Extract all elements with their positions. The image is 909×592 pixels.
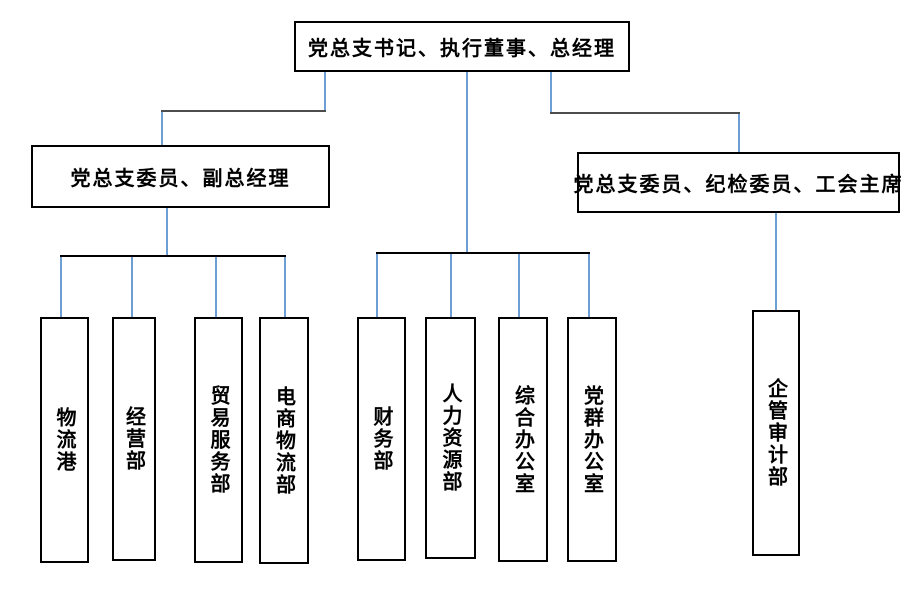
connector-dept-drop bbox=[131, 255, 133, 318]
connector-root-center-drop bbox=[466, 71, 468, 253]
connector-dept-drop bbox=[588, 252, 590, 318]
connector-elbow-left bbox=[161, 110, 326, 112]
org-node-party-masses-office: 党群办公室 bbox=[567, 317, 617, 562]
connector-dept-drop bbox=[60, 255, 62, 318]
connector-dept-drop bbox=[215, 255, 217, 318]
connector-elbow-right bbox=[550, 112, 740, 114]
org-node-hr-dept: 人力资源部 bbox=[425, 317, 476, 559]
org-node-discipline-union-chair: 党总支委员、纪检委员、工会主席 bbox=[574, 152, 902, 213]
connector-root-right-drop bbox=[550, 71, 552, 113]
connector-right-node-entry bbox=[738, 112, 740, 153]
connector-center-group-rail bbox=[376, 252, 590, 254]
connector-left-node-entry bbox=[161, 110, 163, 146]
org-node-deputy-general-manager: 党总支委员、副总经理 bbox=[31, 145, 330, 208]
connector-dept-drop bbox=[376, 252, 378, 318]
org-node-finance-dept: 财务部 bbox=[357, 317, 406, 561]
org-node-logistics-port: 物流港 bbox=[40, 317, 89, 563]
org-node-general-office: 综合办公室 bbox=[498, 317, 548, 562]
org-node-trade-services-dept: 贸易服务部 bbox=[194, 317, 243, 563]
connector-dept-drop bbox=[450, 252, 452, 318]
connector-left-node-down bbox=[166, 208, 168, 256]
connector-right-node-down bbox=[775, 213, 777, 311]
org-node-audit-dept: 企管审计部 bbox=[752, 310, 800, 556]
connector-left-group-rail bbox=[60, 255, 286, 257]
org-node-operations-dept: 经营部 bbox=[112, 317, 156, 561]
org-node-ecommerce-logistics-dept: 电商物流部 bbox=[259, 317, 309, 564]
connector-dept-drop bbox=[284, 255, 286, 318]
org-node-root: 党总支书记、执行董事、总经理 bbox=[294, 21, 630, 72]
connector-root-left-drop bbox=[324, 71, 326, 111]
connector-dept-drop bbox=[518, 252, 520, 318]
